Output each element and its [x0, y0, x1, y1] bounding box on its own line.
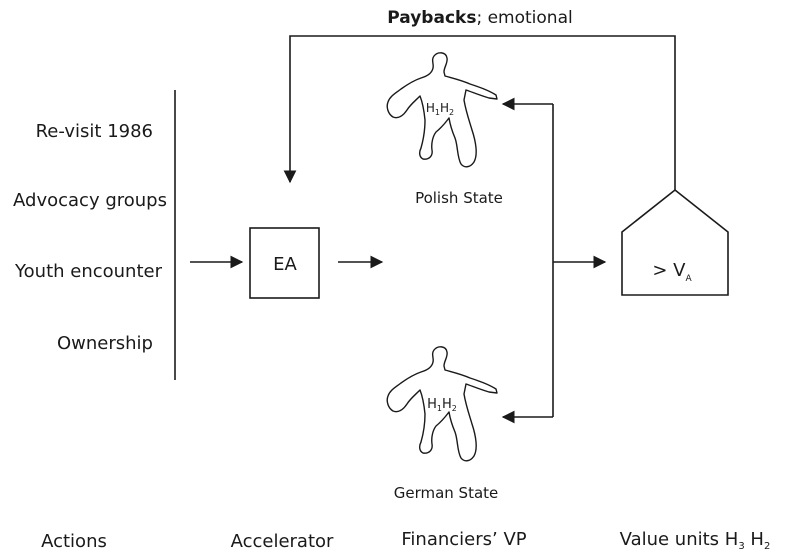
accelerator-box [249, 227, 320, 299]
german-state-label: German State [394, 484, 499, 502]
feedback-loop-line [283, 35, 676, 190]
figure-icon-polish: H1H2 [386, 52, 498, 168]
footer-financiers-label: Financiers’ VP [401, 529, 526, 550]
accelerator-box-label: EA [273, 254, 297, 275]
footer-accelerator-label: Accelerator [231, 531, 334, 551]
action-item: Re-visit 1986 [36, 121, 153, 142]
value-house-icon [621, 188, 729, 296]
figure-subscript-label: H1H2 [426, 101, 454, 117]
action-item: Ownership [57, 333, 153, 354]
figure-subscript-label: H1H2 [427, 397, 457, 413]
footer-value-units-label: Value units H3 H2 [620, 529, 771, 551]
feedback-label: Paybacks; emotional [387, 8, 572, 28]
polish-state-label: Polish State [415, 189, 503, 207]
action-item: Youth encounter [14, 261, 163, 282]
value-house-label: > VA [652, 260, 692, 284]
footer-actions-label: Actions [41, 531, 107, 551]
action-item: Advocacy groups [13, 190, 167, 211]
figure-icon-german: H1H2 [386, 346, 498, 462]
